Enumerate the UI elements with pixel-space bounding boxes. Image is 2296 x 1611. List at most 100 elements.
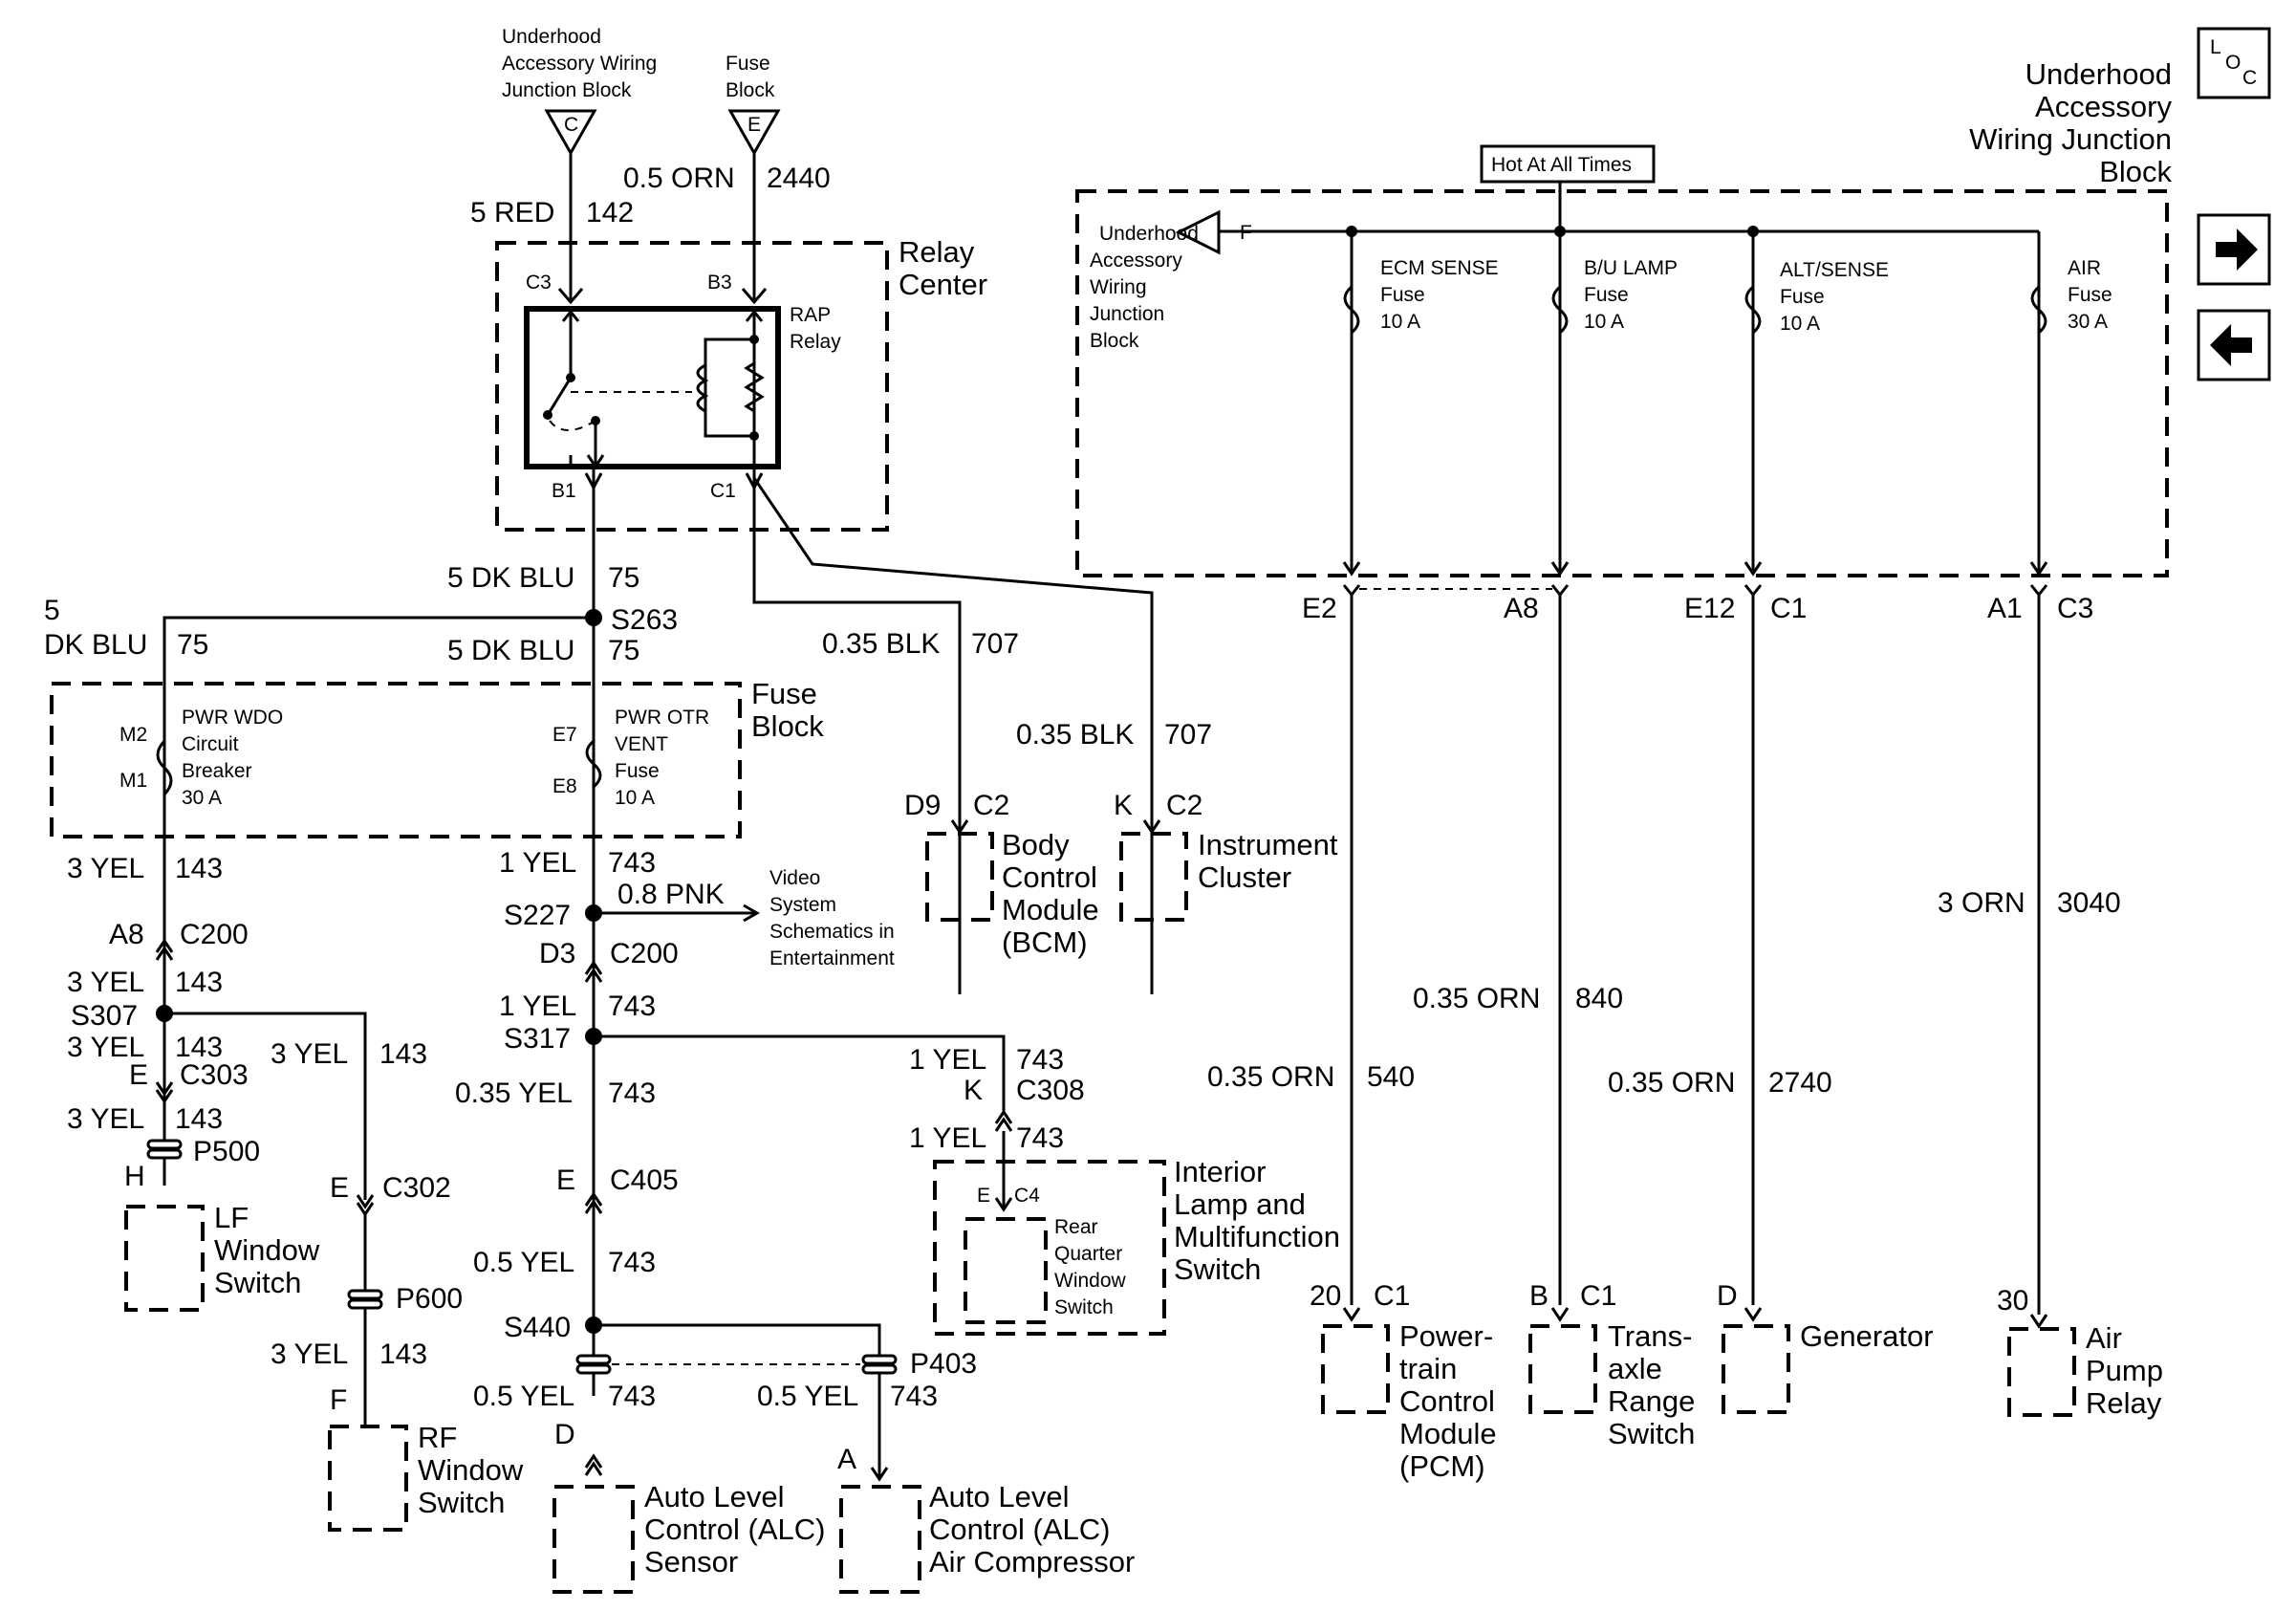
source-c-label-2: Accessory Wiring <box>502 53 657 75</box>
conn-k: K <box>964 1075 983 1106</box>
breaker-label-4: 30 A <box>182 787 222 809</box>
lf-switch-label-2: Window <box>214 1233 320 1267</box>
relay-center-title-2: Center <box>899 268 987 301</box>
jb-pin-a8: A8 <box>1504 593 1539 624</box>
wire-dkblu-a-gauge: 5 DK BLU <box>447 562 574 594</box>
wire-2740-gauge: 0.35 ORN <box>1608 1067 1735 1099</box>
conn-p403: P403 <box>910 1348 977 1380</box>
fuse-label-2: VENT <box>615 733 668 755</box>
wire-blk-b-gauge: 0.35 BLK <box>1016 719 1134 751</box>
conn-p600: P600 <box>396 1283 463 1315</box>
alc-sensor-label-1: Auto Level <box>644 1480 785 1513</box>
wire-pnk-gauge: 0.8 PNK <box>617 879 725 910</box>
wire-743-g-gauge: 0.5 YEL <box>473 1381 574 1412</box>
junction-title-3: Wiring Junction <box>1969 122 2172 156</box>
conn-e-c303: E <box>129 1059 148 1091</box>
rap-relay-box <box>524 306 781 469</box>
conn-f: F <box>330 1384 347 1416</box>
wire-743-c-circuit: 743 <box>608 1078 656 1109</box>
source-underhood-c: Underhood Accessory Wiring Junction Bloc… <box>502 26 657 157</box>
fuse-label-3: Fuse <box>615 760 660 782</box>
junction-title-4: Block <box>2099 155 2172 188</box>
fuse-label-4: 10 A <box>615 787 655 809</box>
conn-c200-a: C200 <box>180 919 249 950</box>
alc-sensor-label-3: Sensor <box>644 1545 738 1578</box>
alc-sensor-label-2: Control (ALC) <box>644 1513 826 1546</box>
conn-h: H <box>124 1161 145 1192</box>
source-fuse-block-e: Fuse Block E <box>726 53 781 157</box>
wire-dkblu-left-2: DK BLU <box>44 629 147 661</box>
jb-pin-c3: C3 <box>2057 593 2093 624</box>
wire-743-c-gauge: 0.35 YEL <box>455 1078 573 1109</box>
relay-center-title-1: Relay <box>899 235 975 269</box>
conn-c200-b: C200 <box>610 938 679 969</box>
connector-c-triangle <box>544 109 597 157</box>
breaker-pin-m2: M2 <box>119 724 147 746</box>
fuse-air-label-3: 30 A <box>2068 311 2108 333</box>
conn-c2-a: C2 <box>973 790 1009 821</box>
loc-icon: L O C <box>2197 27 2271 99</box>
connector-e-triangle <box>727 109 781 157</box>
conn-c303: C303 <box>180 1059 249 1091</box>
conn-p500: P500 <box>193 1136 260 1167</box>
powertrain-control-module: Power- train Control Module (PCM) <box>1321 1319 1497 1483</box>
breaker-label-2: Circuit <box>182 733 239 755</box>
video-label-3: Schematics in <box>769 921 895 943</box>
wire-blk-b-circuit: 707 <box>1164 719 1212 751</box>
pcm-label-2: train <box>1399 1352 1457 1385</box>
wire-blk-a-circuit: 707 <box>971 628 1019 660</box>
video-label-4: Entertainment <box>769 947 895 969</box>
previous-page-button[interactable] <box>2197 309 2271 381</box>
conn-c1-tr: C1 <box>1580 1280 1616 1312</box>
pcm-label-3: Control <box>1399 1384 1495 1418</box>
breaker-pin-m1: M1 <box>119 770 147 792</box>
jb-pin-e2: E2 <box>1302 593 1337 624</box>
connector-p403-b-left <box>575 1363 612 1375</box>
source-c-pin: C <box>564 114 578 136</box>
pcm-label-1: Power- <box>1399 1319 1493 1353</box>
transaxle-range-switch: Trans- axle Range Switch <box>1528 1319 1695 1450</box>
connector-p500-a <box>146 1139 183 1150</box>
conn-e-c405: E <box>556 1165 575 1196</box>
splice-s317-label: S317 <box>504 1023 571 1055</box>
junction-block: Underhood Accessory Wiring Junction Bloc… <box>1075 189 2169 577</box>
source-c-label-1: Underhood <box>502 26 601 48</box>
apr-label-1: Air <box>2086 1321 2122 1355</box>
fuse-bu-label-2: Fuse <box>1584 284 1629 306</box>
pin-c1: C1 <box>710 480 736 502</box>
ic-label-1: Instrument <box>1198 828 1338 861</box>
junction-title-1: Underhood <box>2025 57 2172 91</box>
jb-source-label-1: Underhood <box>1099 223 1199 245</box>
rf-switch-label-1: RF <box>418 1421 457 1454</box>
arrow-right-icon <box>2216 229 2258 271</box>
wire-540-circuit: 540 <box>1367 1061 1415 1093</box>
conn-b-tr: B <box>1529 1280 1549 1312</box>
conn-c1-pcm: C1 <box>1374 1280 1410 1312</box>
trs-label-4: Switch <box>1608 1417 1695 1450</box>
splice-s263-label: S263 <box>611 604 678 636</box>
wire-dkblu-a-circuit: 75 <box>608 562 639 594</box>
loc-letter-o: O <box>2225 52 2241 74</box>
conn-d9: D9 <box>904 790 941 821</box>
conn-pin30: 30 <box>1997 1285 2028 1317</box>
conn-k-ic: K <box>1114 790 1133 821</box>
source-e-label-1: Fuse <box>726 53 770 75</box>
pcm-label-5: (PCM) <box>1399 1449 1485 1483</box>
ic-label-2: Cluster <box>1198 860 1291 894</box>
rqw-label-4: Switch <box>1054 1296 1114 1318</box>
wire-143-e-circuit: 143 <box>379 1038 427 1070</box>
source-e-label-2: Block <box>726 79 775 101</box>
fuse-bu-label-1: B/U LAMP <box>1584 257 1678 279</box>
bcm-label-4: (BCM) <box>1002 925 1088 959</box>
alc-comp-label-1: Auto Level <box>929 1480 1070 1513</box>
ilm-label-3: Multifunction <box>1174 1220 1340 1253</box>
ilm-label-2: Lamp and <box>1174 1187 1306 1221</box>
wire-3040-gauge: 3 ORN <box>1938 887 2025 919</box>
bcm-label-1: Body <box>1002 828 1070 861</box>
fuse-block: Fuse Block M2 M1 PWR WDO Circuit Breaker… <box>50 677 824 838</box>
source-c-label-3: Junction Block <box>502 79 632 101</box>
alc-sensor: Auto Level Control (ALC) Sensor <box>552 1480 826 1594</box>
video-label-2: System <box>769 894 836 916</box>
next-page-button[interactable] <box>2197 213 2271 286</box>
